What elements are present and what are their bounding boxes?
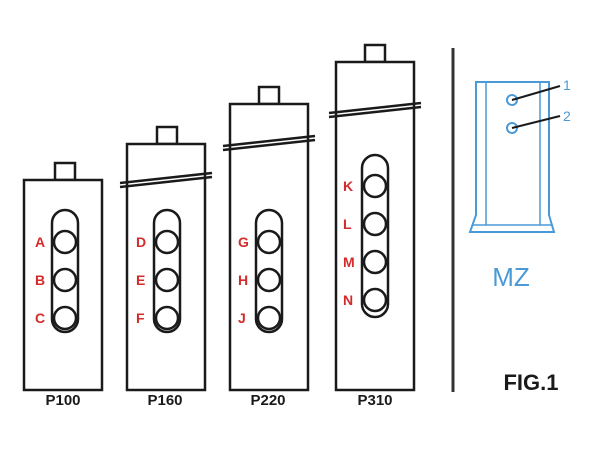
port-circle (256, 267, 282, 293)
port-label-k: K (343, 178, 353, 194)
port-label-a: A (35, 234, 45, 250)
mz-hole-1 (506, 94, 518, 106)
port-label-d: D (136, 234, 146, 250)
port-circle (154, 267, 180, 293)
p310-band (328, 105, 422, 119)
port-label-g: G (238, 234, 249, 250)
mz-title: MZ (492, 262, 530, 292)
p220-band (222, 138, 316, 152)
port-label-c: C (35, 310, 45, 326)
mz-bracket: 1 2 (468, 77, 571, 233)
port-label-n: N (343, 292, 353, 308)
p160-cap (155, 125, 179, 146)
model-label-p220: P220 (250, 392, 285, 409)
unit-p310: K L M N P310 (328, 43, 422, 409)
mz-leader-1 (511, 85, 561, 101)
port-circle (52, 267, 78, 293)
port-label-j: J (238, 310, 246, 326)
port-label-m: M (343, 254, 355, 270)
port-circle (362, 211, 388, 237)
p160-band (119, 175, 213, 189)
p160-band (119, 171, 213, 185)
p220-cap (257, 85, 281, 106)
mz-callout-2: 2 (563, 108, 571, 124)
unit-p220: G H J P220 (222, 85, 316, 409)
port-circle (52, 305, 78, 331)
port-circle (256, 229, 282, 255)
port-label-l: L (343, 216, 352, 232)
mz-callout-1: 1 (563, 77, 571, 93)
port-circle (362, 249, 388, 275)
p310-band (328, 101, 422, 115)
port-circle (362, 173, 388, 199)
model-label-p160: P160 (147, 392, 182, 409)
unit-p100: A B C P100 (22, 161, 104, 409)
unit-p160: D E F P160 (119, 125, 213, 409)
p100-cap (53, 161, 77, 182)
port-circle (154, 229, 180, 255)
mz-bracket-outline (468, 81, 556, 233)
mz-hole-2 (506, 122, 518, 134)
port-label-e: E (136, 272, 145, 288)
port-label-h: H (238, 272, 248, 288)
port-label-b: B (35, 272, 45, 288)
p220-band (222, 134, 316, 148)
figure-label: FIG.1 (503, 370, 558, 395)
port-circle (256, 305, 282, 331)
port-circle (154, 305, 180, 331)
mz-leader-2 (511, 115, 561, 129)
port-circle (52, 229, 78, 255)
model-label-p100: P100 (45, 392, 80, 409)
model-label-p310: P310 (357, 392, 392, 409)
p310-cap (363, 43, 387, 64)
port-circle (362, 287, 388, 313)
port-label-f: F (136, 310, 145, 326)
